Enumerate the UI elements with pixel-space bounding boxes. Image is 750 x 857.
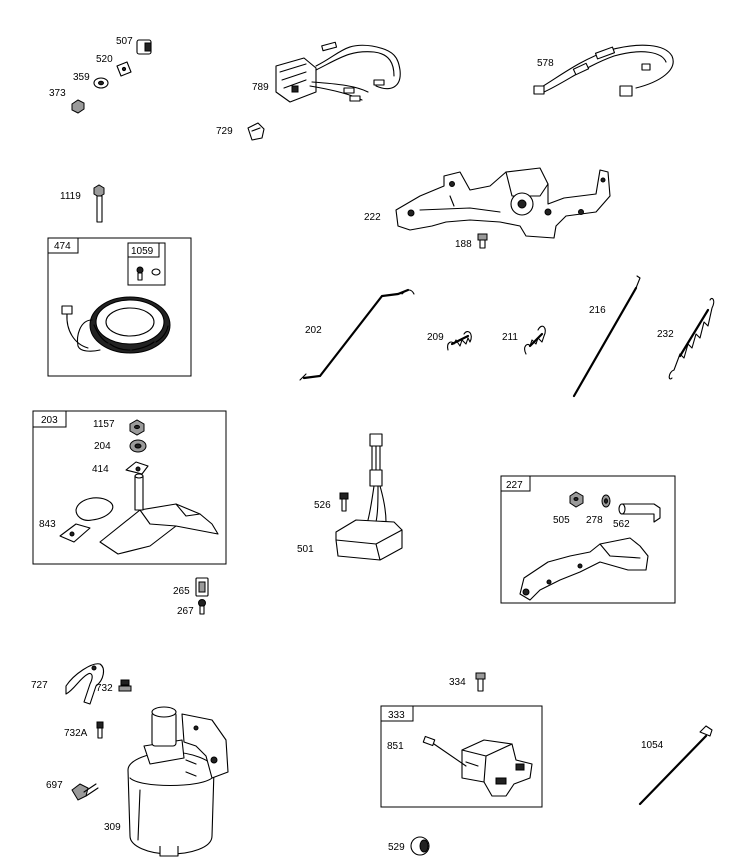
label-697: 697 — [46, 780, 63, 791]
label-232: 232 — [657, 329, 674, 340]
label-204: 204 — [94, 441, 111, 452]
part-851-ground-wire — [422, 735, 467, 767]
part-501-rectifier-harness — [335, 433, 403, 561]
label-501: 501 — [297, 544, 314, 555]
part-373-nut — [71, 99, 85, 114]
label-202: 202 — [305, 325, 322, 336]
part-727-starter-bracket — [65, 663, 105, 705]
label-209: 209 — [427, 332, 444, 343]
part-188-bolt — [477, 233, 488, 249]
part-211-spring — [524, 325, 546, 355]
part-526-screw — [339, 492, 349, 512]
part-789-wire-harness — [275, 41, 401, 103]
part-1054-cable-tie — [638, 725, 713, 806]
label-732: 732 — [96, 683, 113, 694]
label-309: 309 — [104, 822, 121, 833]
part-202-governor-link — [299, 288, 415, 381]
part-334-screw — [475, 672, 486, 692]
tag-1059 — [127, 242, 160, 258]
part-732A-screw — [96, 721, 104, 739]
part-697-bolt — [71, 783, 99, 801]
label-211: 211 — [502, 332, 518, 343]
tag-227 — [500, 475, 531, 492]
label-359: 359 — [73, 72, 90, 83]
part-562-bolt — [618, 503, 661, 523]
part-control-lever-plate — [519, 537, 649, 601]
label-727: 727 — [31, 680, 48, 691]
box-333-ignition-armature — [380, 705, 543, 808]
tag-474 — [47, 237, 79, 254]
part-732-nut — [118, 679, 132, 692]
part-232-spring — [668, 297, 715, 380]
part-267-screw — [198, 599, 206, 615]
label-1119: 1119 — [60, 191, 81, 202]
label-227: 227 — [506, 480, 523, 491]
label-562: 562 — [613, 519, 630, 530]
part-265-clip — [195, 577, 209, 597]
part-309-starter-motor — [127, 706, 229, 857]
part-843-washer-plate — [59, 523, 91, 543]
label-843: 843 — [39, 519, 56, 530]
label-278: 278 — [586, 515, 603, 526]
label-333: 333 — [388, 710, 405, 721]
part-216-rod — [572, 275, 641, 398]
part-222-control-bracket — [395, 167, 611, 239]
part-1059-screw — [136, 266, 161, 281]
part-278-washer — [601, 494, 611, 508]
part-520-bracket — [116, 61, 132, 77]
part-333-armature — [461, 739, 533, 797]
tag-203 — [32, 410, 67, 428]
tag-333 — [380, 705, 414, 722]
label-789: 789 — [252, 82, 269, 93]
label-265: 265 — [173, 586, 190, 597]
part-209-spring — [447, 331, 472, 351]
label-520: 520 — [96, 54, 113, 65]
label-1157: 1157 — [93, 419, 115, 430]
label-188: 188 — [455, 239, 472, 250]
part-729-clip — [247, 122, 265, 141]
part-529-grommet — [410, 836, 430, 856]
part-474-alternator-stator — [61, 296, 171, 354]
part-414-plate — [125, 461, 149, 475]
part-507-connector — [136, 39, 152, 55]
part-359-washer — [93, 77, 109, 89]
part-505-nut — [569, 491, 584, 508]
label-507: 507 — [116, 36, 133, 47]
label-732A: 732A — [64, 728, 88, 739]
part-1157-nut — [129, 419, 145, 436]
part-governor-assembly — [75, 473, 219, 555]
label-334: 334 — [449, 677, 466, 688]
label-851: 851 — [387, 741, 404, 752]
label-203: 203 — [41, 415, 58, 426]
label-222: 222 — [364, 212, 381, 223]
label-267: 267 — [177, 606, 194, 617]
label-526: 526 — [314, 500, 331, 511]
label-1054: 1054 — [641, 740, 664, 751]
label-505: 505 — [553, 515, 570, 526]
part-578-wire — [533, 44, 674, 97]
label-474: 474 — [54, 241, 71, 252]
label-729: 729 — [216, 126, 233, 137]
label-373: 373 — [49, 88, 66, 99]
box-227-control-lever — [500, 475, 676, 604]
label-529: 529 — [388, 842, 405, 853]
box-474-alternator — [47, 237, 192, 377]
label-1059: 1059 — [131, 246, 154, 257]
box-203-governor — [32, 410, 227, 565]
label-216: 216 — [589, 305, 606, 316]
part-1119-bolt — [93, 184, 105, 223]
label-578: 578 — [537, 58, 554, 69]
label-414: 414 — [92, 464, 109, 475]
part-204-washer — [129, 439, 147, 453]
